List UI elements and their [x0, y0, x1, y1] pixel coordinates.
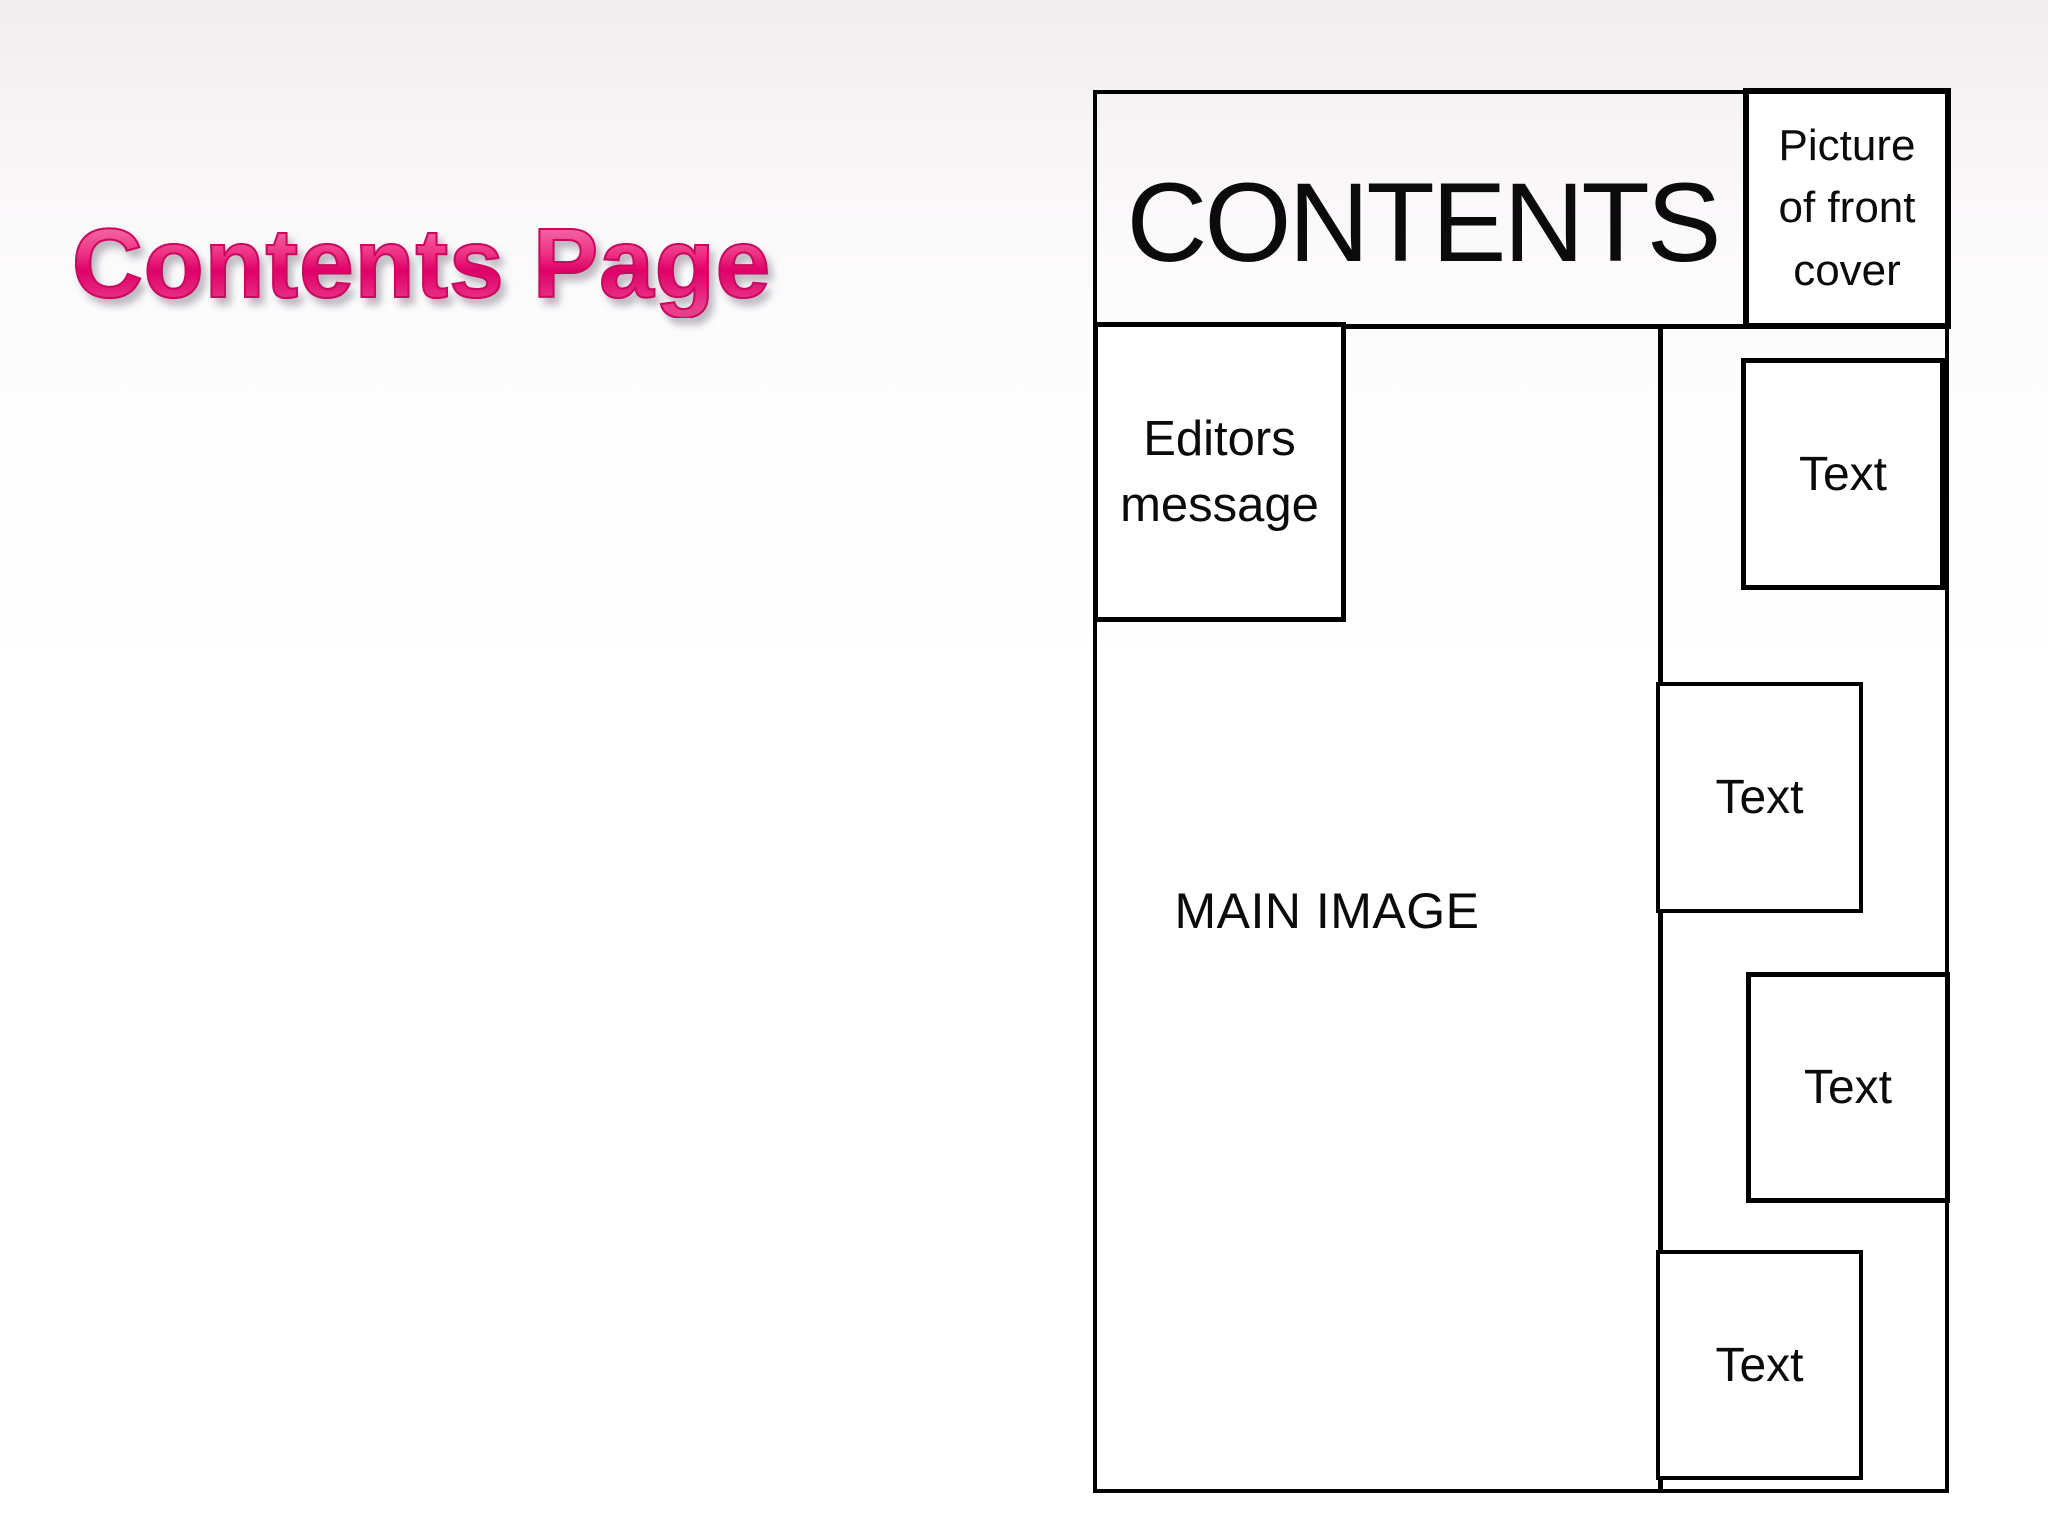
text-box-4-label: Text [1715, 1338, 1804, 1392]
front-cover-box: Picture of front cover [1743, 88, 1951, 329]
front-cover-label: Picture of front cover [1778, 120, 1916, 295]
editors-message-label: Editors message [1120, 411, 1319, 532]
text-box-4: Text [1656, 1250, 1863, 1480]
header-row: CONTENTS [1097, 94, 1945, 329]
main-image-label: MAIN IMAGE [1174, 883, 1480, 939]
editors-message-box: Editors message [1093, 322, 1346, 622]
text-box-3-label: Text [1803, 1061, 1893, 1114]
contents-page-wireframe: CONTENTS Picture of front cover Editors … [1093, 88, 1951, 1493]
text-box-2: Text [1656, 682, 1863, 913]
text-box-3: Text [1746, 972, 1950, 1203]
contents-header-label: CONTENTS [1126, 159, 1722, 285]
text-box-1-label: Text [1798, 447, 1888, 501]
text-box-1: Text [1741, 358, 1945, 590]
text-box-2-label: Text [1715, 771, 1804, 824]
slide-title: Contents Page [71, 208, 772, 318]
